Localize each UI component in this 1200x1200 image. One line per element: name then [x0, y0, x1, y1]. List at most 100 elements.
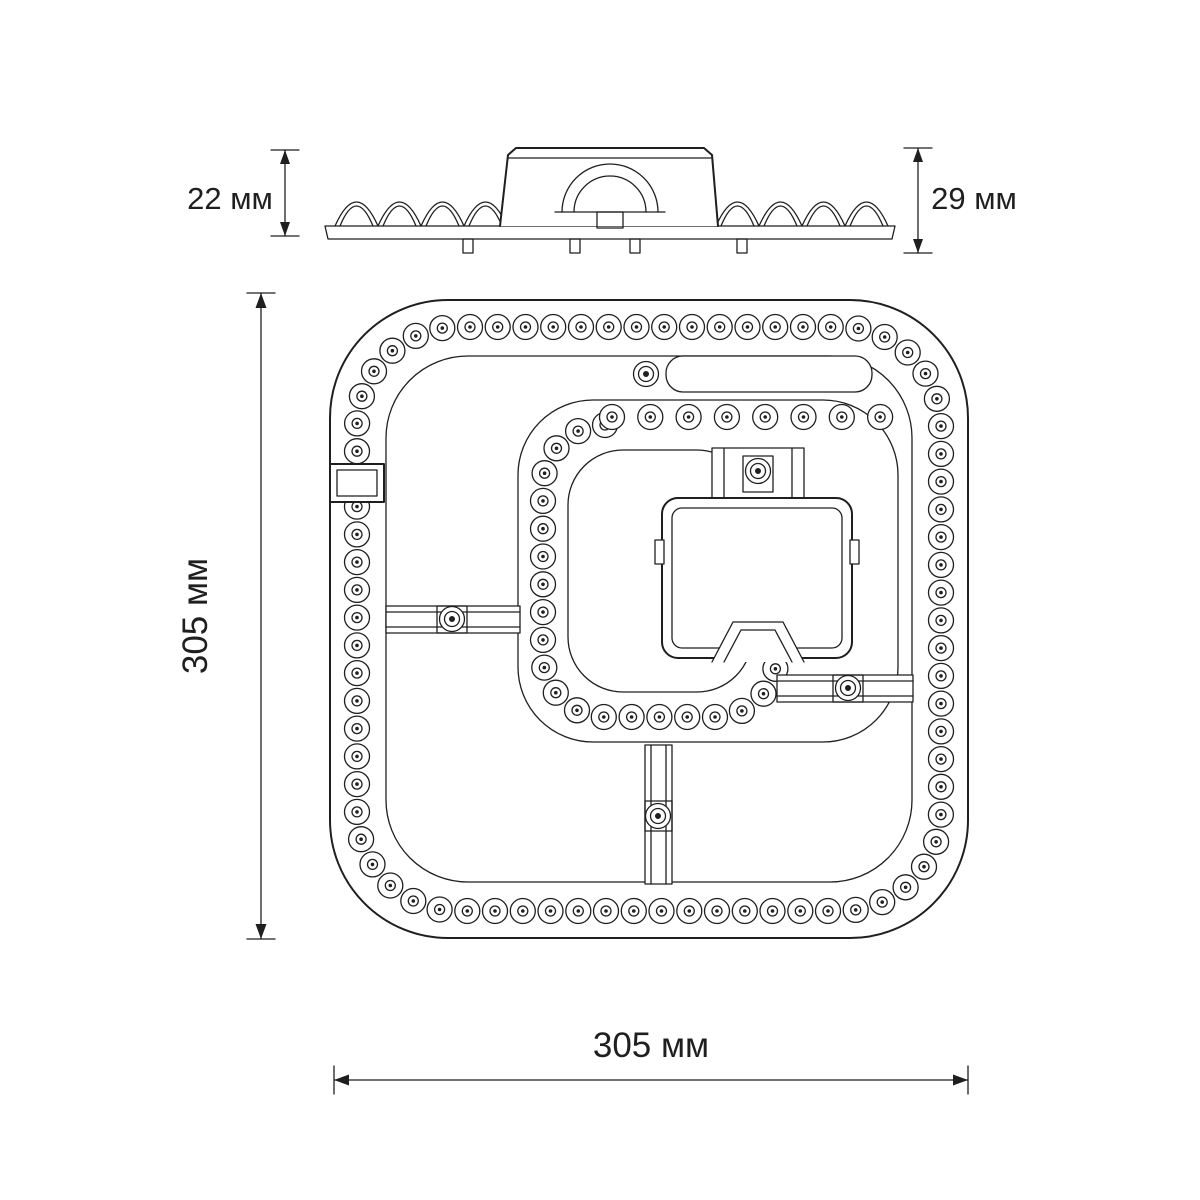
- led: [927, 496, 955, 523]
- driver-box-base: [596, 211, 624, 229]
- led: [343, 410, 371, 437]
- screw: [632, 360, 660, 388]
- led: [620, 897, 647, 925]
- inner-channel-outer-wall: [517, 399, 899, 743]
- led: [543, 435, 570, 462]
- led: [927, 551, 955, 579]
- led: [637, 403, 664, 431]
- led: [927, 773, 955, 800]
- led: [706, 313, 733, 341]
- module-outline: [329, 299, 969, 939]
- led: [598, 403, 626, 431]
- led: [595, 313, 622, 341]
- led: [927, 745, 955, 773]
- side-height-label: 22 мм: [187, 181, 273, 216]
- driver-box-side: [499, 147, 719, 229]
- led: [360, 358, 388, 385]
- inner-led-ring: [529, 403, 894, 731]
- screw: [438, 605, 466, 633]
- led: [623, 313, 650, 341]
- dimension-side-height-with-pins: [903, 147, 933, 254]
- led: [529, 543, 557, 570]
- led: [359, 851, 386, 878]
- led: [343, 604, 371, 631]
- mounting-pins: [462, 238, 748, 254]
- led: [927, 662, 955, 690]
- led: [752, 403, 779, 431]
- led: [842, 896, 869, 924]
- led: [529, 571, 557, 598]
- screw: [744, 457, 772, 485]
- led: [512, 313, 539, 341]
- led: [927, 718, 955, 745]
- led: [564, 417, 592, 445]
- led: [379, 337, 406, 364]
- led: [567, 313, 595, 341]
- led: [869, 888, 896, 916]
- led: [674, 703, 701, 731]
- led: [347, 826, 375, 853]
- led: [817, 313, 844, 341]
- led: [529, 598, 557, 626]
- led: [509, 897, 536, 925]
- led: [343, 632, 371, 659]
- led: [565, 897, 592, 925]
- led: [348, 383, 376, 410]
- led: [912, 360, 939, 387]
- led: [429, 314, 456, 342]
- led: [343, 548, 371, 576]
- led: [927, 579, 955, 606]
- led: [787, 897, 814, 925]
- led: [871, 323, 898, 351]
- dimension-module-width: [333, 1065, 969, 1095]
- driver-housing: [654, 497, 860, 663]
- led: [713, 403, 741, 431]
- led: [540, 313, 567, 341]
- top-view: 305 мм 305 мм: [176, 292, 969, 1095]
- module-width-label: 305 мм: [593, 1026, 709, 1065]
- led: [646, 703, 673, 731]
- driver-clip-right: [849, 539, 860, 565]
- led: [343, 521, 371, 548]
- led: [922, 828, 950, 855]
- led: [927, 634, 955, 662]
- led: [343, 438, 371, 465]
- led: [590, 703, 617, 731]
- driver-notch: [711, 621, 805, 663]
- led: [343, 687, 371, 715]
- driver-notch-inner: [723, 629, 793, 663]
- led: [759, 897, 786, 925]
- led: [426, 896, 453, 923]
- led: [531, 460, 558, 487]
- led: [563, 697, 591, 724]
- led: [894, 339, 921, 366]
- led: [343, 659, 371, 687]
- led: [927, 440, 955, 468]
- led: [790, 403, 817, 431]
- led: [927, 690, 955, 717]
- screw: [644, 802, 672, 830]
- led: [537, 897, 564, 925]
- led: [927, 468, 955, 495]
- led: [703, 897, 731, 925]
- driver-clip-left: [654, 539, 665, 565]
- led: [343, 715, 371, 742]
- led: [675, 403, 702, 431]
- connector-box: [329, 463, 385, 503]
- led: [481, 897, 509, 925]
- dimension-side-height: [270, 149, 300, 237]
- module-height-label: 305 мм: [176, 558, 215, 674]
- led: [400, 887, 427, 915]
- led: [592, 897, 620, 925]
- led: [529, 626, 557, 654]
- led: [529, 515, 557, 542]
- dimension-module-height: [246, 292, 276, 940]
- led: [676, 897, 703, 925]
- led: [701, 703, 729, 731]
- led: [750, 680, 777, 707]
- led: [651, 313, 678, 341]
- led: [343, 770, 371, 798]
- led: [648, 897, 675, 925]
- screw: [834, 674, 862, 702]
